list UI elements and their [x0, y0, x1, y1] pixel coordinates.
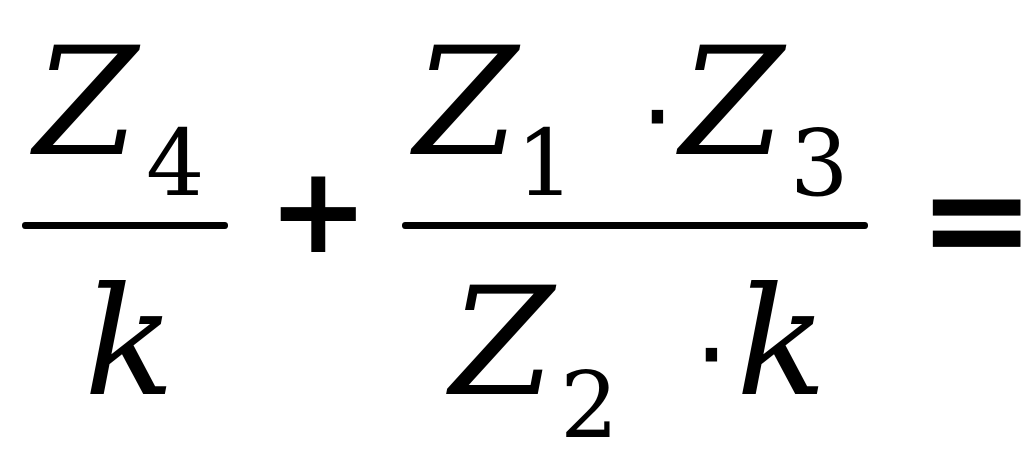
- numerator-subscript-1: 1: [516, 110, 575, 217]
- denominator-k: k: [736, 256, 827, 430]
- plus-operator: +: [268, 142, 369, 281]
- numerator-z: Z: [34, 16, 139, 190]
- numerator-dot-operator: ·: [640, 53, 675, 181]
- fraction-bar-1: [22, 222, 228, 229]
- numerator-z1: Z: [414, 16, 519, 190]
- fraction-bar-2: [402, 222, 868, 229]
- denominator-z2: Z: [450, 256, 555, 430]
- numerator-subscript-3: 3: [790, 110, 849, 217]
- equals-operator: =: [918, 138, 1024, 301]
- numerator-subscript-4: 4: [146, 110, 205, 217]
- denominator-k: k: [84, 256, 175, 430]
- numerator-z3: Z: [680, 16, 785, 190]
- denominator-subscript-2: 2: [560, 352, 619, 459]
- denominator-dot-operator: ·: [694, 291, 729, 419]
